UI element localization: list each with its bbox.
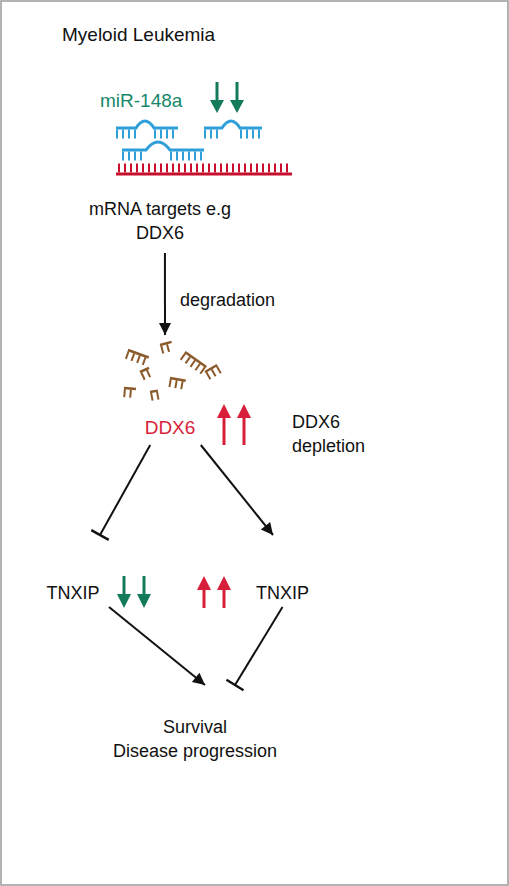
connector-line xyxy=(201,445,273,535)
inhibition-bar xyxy=(91,530,108,540)
mirna-strands xyxy=(116,121,262,156)
node-text: Disease progression xyxy=(95,739,295,763)
connector xyxy=(91,445,150,540)
text-node: TNXIP xyxy=(28,535,118,607)
mirna-label: miR-148a xyxy=(100,88,210,114)
up-arrows xyxy=(217,404,251,445)
node-text: DDX6 xyxy=(115,415,225,441)
text-node: mRNA targets e.g DDX6 xyxy=(75,195,245,253)
mrna-strand xyxy=(116,168,292,174)
connector-line xyxy=(235,607,283,685)
arrow-head xyxy=(261,522,273,535)
node-text: Survival xyxy=(95,715,295,739)
connector xyxy=(226,607,282,690)
figure-title: Myeloid Leukemia xyxy=(62,22,362,48)
connector-line xyxy=(109,607,205,685)
connector xyxy=(201,445,273,535)
down-arrows xyxy=(210,82,244,113)
connector xyxy=(159,253,171,335)
node-text: mRNA targets e.g DDX6 xyxy=(75,197,245,246)
node-text: TNXIP xyxy=(235,581,330,605)
connector-line xyxy=(100,445,150,535)
connector-line xyxy=(164,253,166,335)
connector xyxy=(109,607,205,685)
node-text: TNXIP xyxy=(28,581,118,605)
text-node: TNXIP xyxy=(235,535,330,607)
inhibition-bar xyxy=(226,680,243,690)
rna-fragments xyxy=(124,342,220,397)
text-node: SurvivalDisease progression xyxy=(95,685,295,765)
up-arrows xyxy=(197,576,231,608)
edge-label: DDX6 depletion xyxy=(292,410,392,459)
arrow-head xyxy=(192,673,205,685)
text-node: DDX6 xyxy=(115,335,225,445)
edge-label: degradation xyxy=(180,288,300,312)
down-arrows xyxy=(117,576,151,608)
arrow-head xyxy=(159,323,171,335)
